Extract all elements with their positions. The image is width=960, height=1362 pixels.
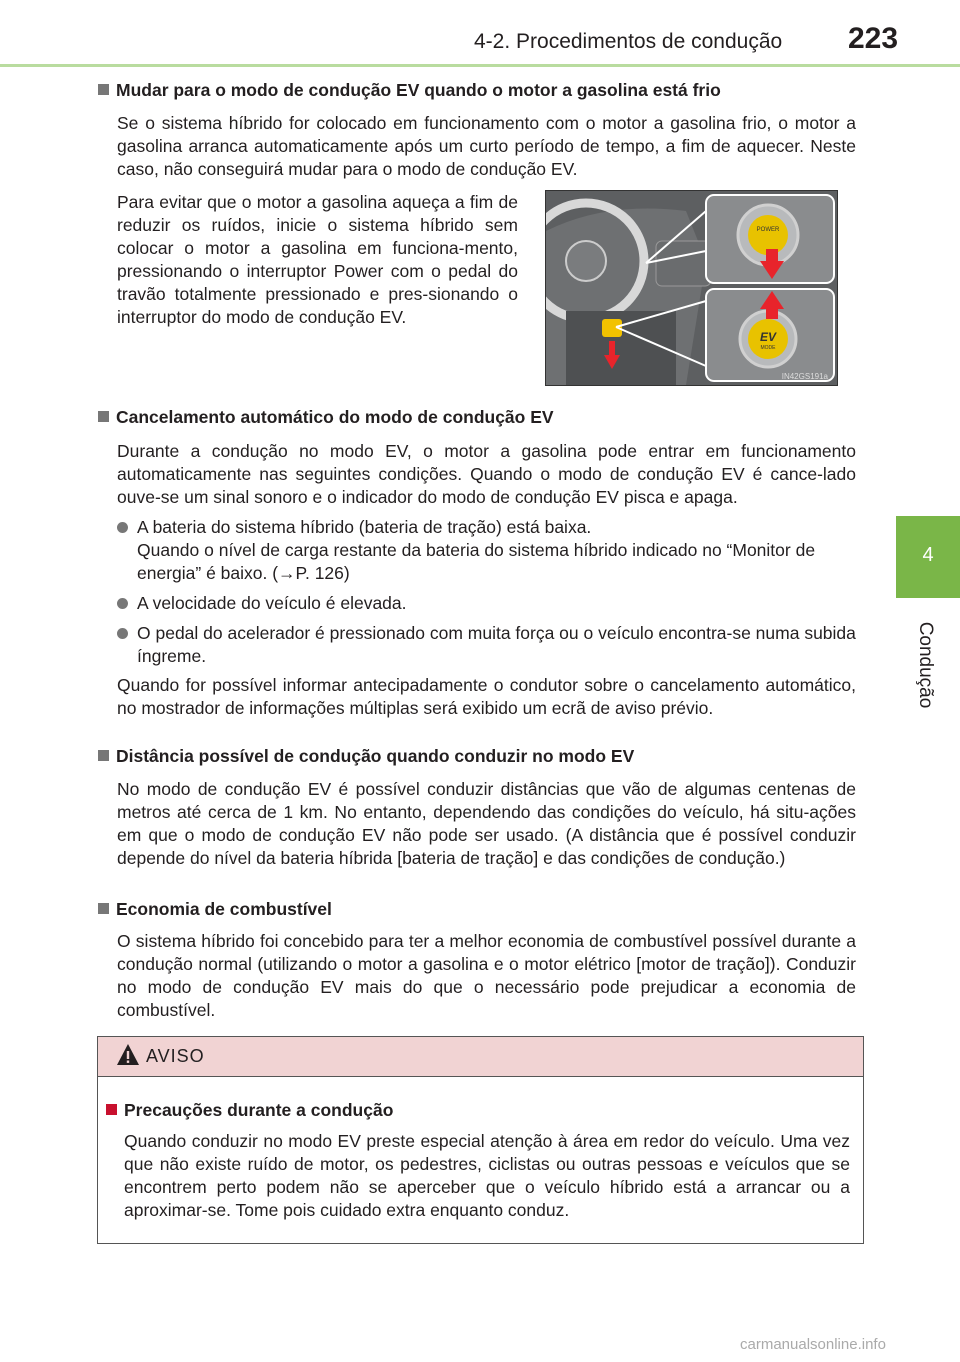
ev-button-label: EV xyxy=(760,330,777,344)
chapter-label: Condução xyxy=(914,612,938,722)
warning-header: AVISO xyxy=(98,1037,863,1077)
bullet-text: A bateria do sistema híbrido (bateria de… xyxy=(137,517,592,537)
warning-heading-text: Precauções durante a condução xyxy=(124,1100,394,1120)
section-heading-fuel-economy: Economia de combustível xyxy=(98,899,332,920)
paragraph-auto-cancel-intro: Durante a condução no modo EV, o motor a… xyxy=(117,441,856,507)
square-bullet-icon xyxy=(98,84,109,95)
chapter-number: 4 xyxy=(922,544,934,566)
section-heading-auto-cancel: Cancelamento automático do modo de condu… xyxy=(98,407,554,428)
warning-box: AVISO Precauções durante a condução Quan… xyxy=(97,1036,864,1244)
warning-paragraph: Quando conduzir no modo EV preste especi… xyxy=(124,1131,850,1220)
bullet-subtext: Quando o nível de carga restante da bate… xyxy=(137,540,816,583)
list-item: A velocidade do veículo é elevada. xyxy=(117,592,863,615)
square-bullet-icon xyxy=(98,750,109,761)
heading-text: Mudar para o modo de condução EV quando … xyxy=(116,80,721,100)
page-number: 223 xyxy=(848,22,899,55)
square-bullet-icon xyxy=(98,411,109,422)
chapter-tab: 4 xyxy=(896,516,960,598)
warning-heading: Precauções durante a condução xyxy=(106,1100,393,1121)
bullet-text: A velocidade do veículo é elevada. xyxy=(137,593,407,613)
chapter-label-text: Condução xyxy=(915,621,936,709)
list-item: O pedal do acelerador é pressionado com … xyxy=(117,622,863,668)
ev-mode-label: MODE xyxy=(761,345,777,351)
paragraph-cold-engine: Se o sistema híbrido for colocado em fun… xyxy=(117,113,856,179)
paragraph-fuel-economy: O sistema híbrido foi concebido para ter… xyxy=(117,931,856,1020)
bullet-text: O pedal do acelerador é pressionado com … xyxy=(137,623,856,666)
dashboard-svg: POWER EV MODE IN42GS191a xyxy=(546,191,837,385)
heading-text: Cancelamento automático do modo de condu… xyxy=(116,407,554,427)
header-divider xyxy=(0,64,960,67)
warning-triangle-icon xyxy=(117,1044,139,1065)
figure-code: IN42GS191a xyxy=(782,372,829,381)
heading-text: Economia de combustível xyxy=(116,899,332,919)
dashboard-illustration: POWER EV MODE IN42GS191a xyxy=(545,190,838,386)
section-heading-ev-distance: Distância possível de condução quando co… xyxy=(98,746,634,767)
paragraph-auto-cancel-outro: Quando for possível informar antecipadam… xyxy=(117,675,856,718)
warning-title: AVISO xyxy=(146,1046,205,1066)
square-bullet-icon xyxy=(98,903,109,914)
section-title: 4-2. Procedimentos de condução xyxy=(474,30,783,53)
list-item: A bateria do sistema híbrido (bateria de… xyxy=(117,516,863,585)
watermark: carmanualsonline.info xyxy=(740,1336,886,1353)
round-bullet-icon xyxy=(117,522,128,533)
section-heading-ev-cold: Mudar para o modo de condução EV quando … xyxy=(98,80,721,101)
power-button-label: POWER xyxy=(757,227,780,233)
heading-text: Distância possível de condução quando co… xyxy=(116,746,635,766)
paragraph-ev-distance: No modo de condução EV é possível conduz… xyxy=(117,779,856,868)
round-bullet-icon xyxy=(117,628,128,639)
paragraph-avoid-warmup: Para evitar que o motor a gasolina aqueç… xyxy=(117,192,518,327)
round-bullet-icon xyxy=(117,598,128,609)
red-square-bullet-icon xyxy=(106,1104,117,1115)
